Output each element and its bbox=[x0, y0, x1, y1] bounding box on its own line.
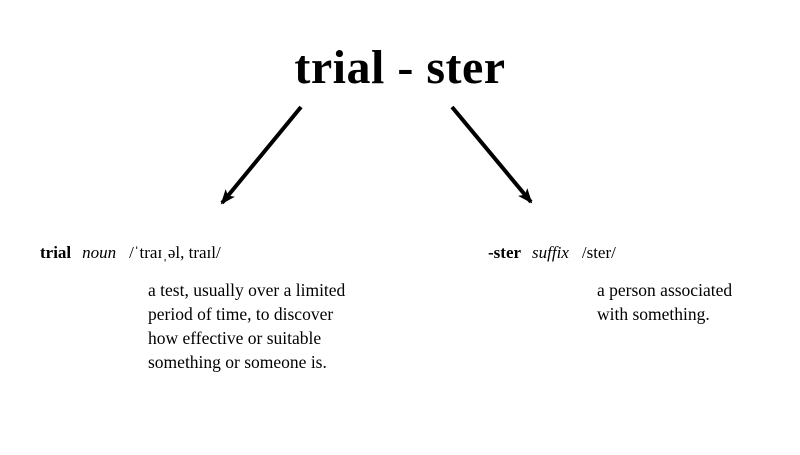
entry-ster-pronunciation: /ster/ bbox=[581, 243, 616, 262]
down-right-arrow-icon bbox=[450, 105, 533, 204]
entry-ster-part-of-speech: suffix bbox=[532, 243, 569, 262]
entry-ster-definition: a person associated with something. bbox=[597, 280, 733, 324]
entry-ster-word: -ster bbox=[488, 243, 522, 262]
entry-trial-pronunciation: /ˈtraɪˌəl, traɪl/ bbox=[129, 243, 221, 262]
entry-trial-part-of-speech: noun bbox=[82, 243, 117, 262]
entry-trial-word: trial bbox=[40, 243, 72, 262]
page-title: trial - ster bbox=[294, 41, 506, 94]
entry-trial-definition: a test, usually over a limited period of… bbox=[148, 280, 346, 372]
entry-trial-header: trial noun/ˈtraɪˌəl, traɪl/ bbox=[40, 243, 221, 263]
entry-ster-header: -ster suffix/ster/ bbox=[488, 243, 616, 263]
down-left-arrow-icon bbox=[220, 105, 303, 205]
